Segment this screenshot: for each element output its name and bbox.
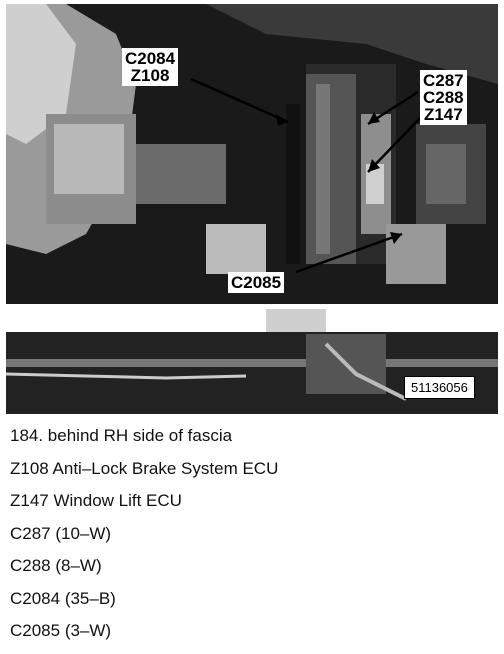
callout-label: Z147 <box>423 105 463 124</box>
caption-line: Z108 Anti–Lock Brake System ECU <box>10 458 279 478</box>
photo-reference-number: 51136056 <box>404 376 475 399</box>
photo-illustration <box>6 4 498 414</box>
caption-line: C2084 (35–B) <box>10 588 116 608</box>
caption-line: C288 (8–W) <box>10 556 102 575</box>
callout-z108-c2084: C2084 Z108 <box>122 48 179 86</box>
callout-z147-c287-c288: C287 C288 Z147 <box>420 70 467 125</box>
callout-label: Z108 <box>130 66 170 85</box>
caption-line: Z147 Window Lift ECU <box>10 491 182 510</box>
caption-line: C2085 (3–W) <box>10 621 112 640</box>
caption-list: 184. behind RH side of fascia Z108 Anti–… <box>10 426 494 654</box>
vehicle-photo: C2084 Z108 C287 C288 Z147 C2085 51136056 <box>6 4 498 414</box>
callout-label: C288 <box>423 88 464 107</box>
callout-label: C2084 <box>125 49 176 68</box>
callout-label: C287 <box>423 71 464 90</box>
callout-c2085: C2085 <box>228 272 285 293</box>
caption-heading: 184. behind RH side of fascia <box>10 426 233 445</box>
caption-line: C287 (10–W) <box>10 523 112 543</box>
callout-label: C2085 <box>231 273 282 292</box>
